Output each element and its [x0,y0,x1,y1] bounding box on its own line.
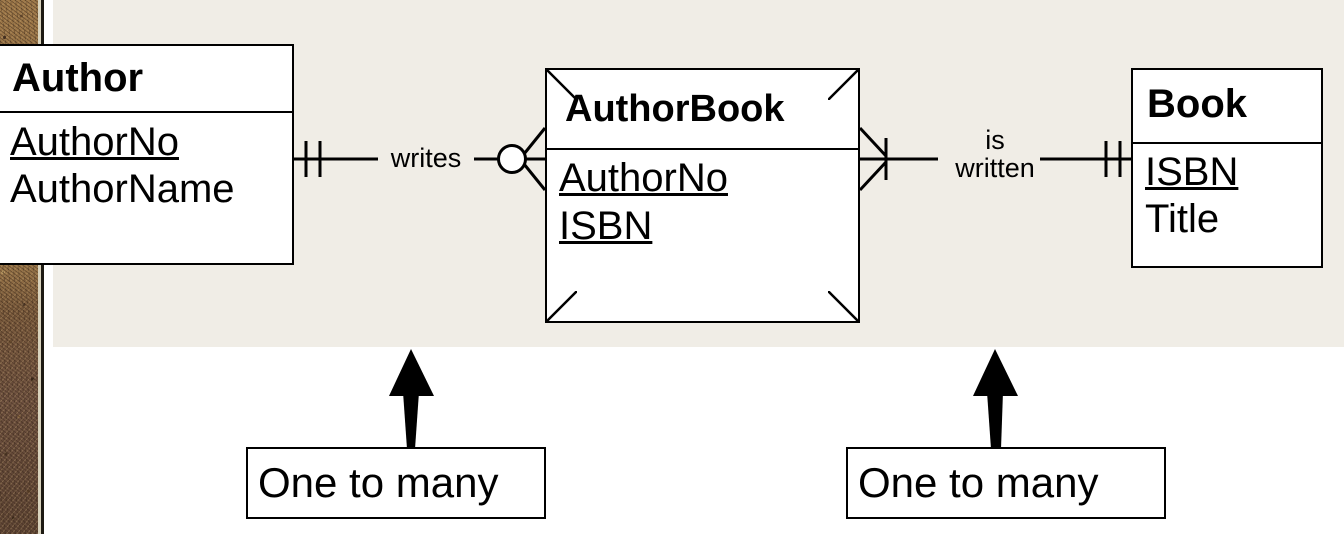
corner-cut-bottom-right-icon [828,291,858,321]
entity-author[interactable]: Author AuthorNo AuthorName [0,44,294,265]
entity-author-attribute-authorname: AuthorName [10,167,235,211]
entity-author-divider [0,111,292,113]
relationship-label-writes: writes [390,143,462,173]
corner-cut-top-right-icon [828,70,858,100]
annotation-one-to-many-right[interactable]: One to many [846,447,1166,519]
entity-book-title: Book [1147,82,1247,126]
edge-rule-light [38,0,41,534]
entity-book-attribute-isbn: ISBN [1145,150,1239,194]
entity-authorbook-attribute-isbn: ISBN [559,204,653,248]
callout-arrow-left [389,349,434,449]
corner-cut-bottom-left-icon [547,291,577,321]
entity-book[interactable]: Book ISBN Title [1131,68,1323,268]
entity-authorbook-divider [547,148,858,150]
entity-author-attribute-authorno: AuthorNo [10,120,179,164]
relationship-label-is-written: is written [955,125,1035,184]
annotation-one-to-many-left[interactable]: One to many [246,447,546,519]
entity-book-divider [1133,142,1321,144]
corner-cut-top-left-icon [547,70,577,100]
edge-rule-dark [41,0,44,534]
entity-authorbook-attribute-authorno: AuthorNo [559,156,728,200]
entity-authorbook[interactable]: AuthorBook AuthorNo ISBN [545,68,860,323]
edge-rule-white [44,0,53,534]
entity-authorbook-title: AuthorBook [565,88,785,130]
entity-book-attribute-title: Title [1145,197,1220,241]
entity-author-title: Author [12,56,144,100]
callout-arrow-right [973,349,1018,449]
